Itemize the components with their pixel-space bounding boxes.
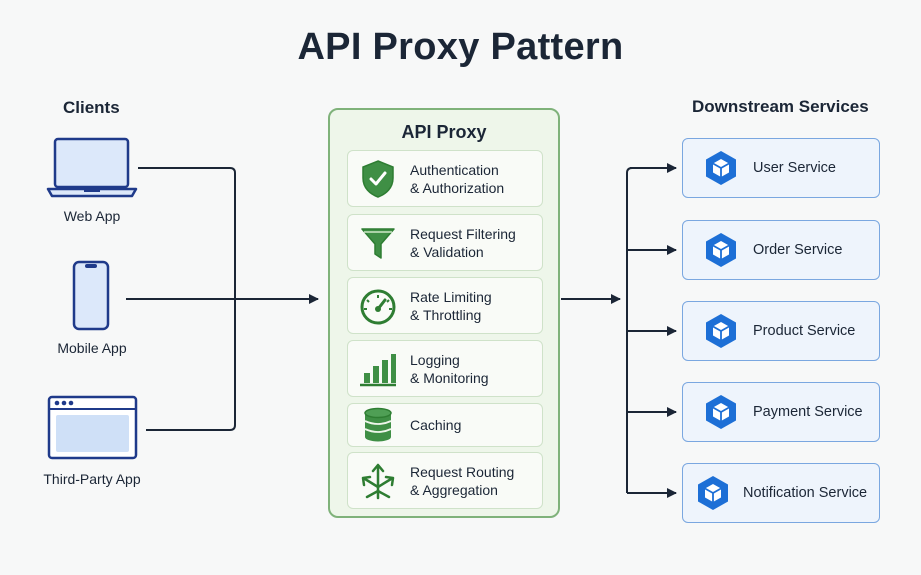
cube-icon bbox=[706, 314, 736, 348]
service-label: User Service bbox=[753, 160, 836, 176]
feature-rate-limiting: Rate Limiting & Throttling bbox=[347, 277, 543, 334]
feature-line2: & Throttling bbox=[410, 306, 482, 323]
service-label: Payment Service bbox=[753, 404, 863, 420]
cube-icon bbox=[706, 233, 736, 267]
feature-caching: Caching bbox=[347, 403, 543, 447]
service-payment: Payment Service bbox=[682, 382, 880, 442]
service-label: Notification Service bbox=[743, 485, 868, 501]
service-user: User Service bbox=[682, 138, 880, 198]
bar-chart-icon bbox=[360, 353, 396, 386]
smartphone-icon bbox=[72, 260, 110, 331]
client-label-web-app: Web App bbox=[63, 208, 121, 224]
feature-authentication: Authentication & Authorization bbox=[347, 150, 543, 207]
third-party-connector bbox=[146, 299, 236, 431]
client-label-mobile-app: Mobile App bbox=[57, 340, 127, 356]
api-proxy-box: API Proxy Authentication & Authorization… bbox=[328, 108, 560, 518]
web-app-connector bbox=[138, 167, 236, 299]
feature-line1: Logging bbox=[410, 351, 460, 368]
speedometer-icon bbox=[360, 289, 396, 324]
cube-icon bbox=[698, 476, 728, 510]
funnel-icon bbox=[361, 227, 395, 259]
feature-line1: Request Filtering bbox=[410, 225, 516, 242]
feature-line2: & Authorization bbox=[410, 179, 505, 196]
service-label: Product Service bbox=[753, 323, 856, 339]
service-order: Order Service bbox=[682, 220, 880, 280]
feature-request-routing: Request Routing & Aggregation bbox=[347, 452, 543, 509]
client-label-third-party-app: Third-Party App bbox=[43, 471, 141, 487]
routing-arrows-icon bbox=[361, 463, 395, 499]
proxy-title: API Proxy bbox=[401, 122, 487, 142]
feature-line1: Authentication bbox=[410, 161, 499, 178]
feature-logging: Logging & Monitoring bbox=[347, 340, 543, 397]
laptop-icon bbox=[46, 137, 138, 198]
service-notification: Notification Service bbox=[682, 463, 880, 523]
feature-line2: & Validation bbox=[410, 243, 484, 260]
clients-heading: Clients bbox=[63, 98, 120, 117]
feature-line2: & Monitoring bbox=[410, 369, 489, 386]
services-heading: Downstream Services bbox=[692, 97, 869, 116]
feature-request-filtering: Request Filtering & Validation bbox=[347, 214, 543, 271]
diagram-title: API Proxy Pattern bbox=[297, 26, 624, 68]
database-icon bbox=[364, 407, 392, 442]
shield-check-icon bbox=[362, 159, 394, 198]
browser-window-icon bbox=[47, 395, 138, 460]
feature-line2: & Aggregation bbox=[410, 481, 498, 498]
feature-line1: Caching bbox=[410, 417, 462, 433]
feature-line1: Request Routing bbox=[410, 463, 515, 480]
service-label: Order Service bbox=[753, 242, 843, 258]
service-product: Product Service bbox=[682, 301, 880, 361]
cube-icon bbox=[706, 151, 736, 185]
feature-line1: Rate Limiting bbox=[410, 288, 492, 305]
cube-icon bbox=[706, 395, 736, 429]
